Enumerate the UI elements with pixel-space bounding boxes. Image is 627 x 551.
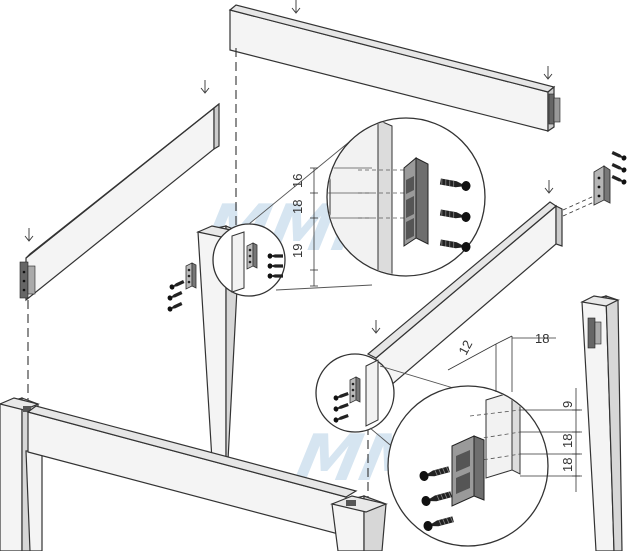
detail-leader-top bbox=[248, 137, 373, 291]
screw-icon bbox=[611, 150, 627, 186]
arrow-down-icon bbox=[544, 179, 554, 194]
connector-bracket-icon bbox=[451, 435, 485, 507]
arrow-down-icon bbox=[371, 319, 381, 334]
alignment-line bbox=[562, 201, 595, 217]
connector-bracket-icon bbox=[593, 165, 611, 206]
dimension-bottom bbox=[447, 335, 582, 492]
arrow-down-icon bbox=[24, 227, 34, 242]
frame-bottom-left bbox=[0, 397, 388, 551]
arrow-down-icon bbox=[200, 79, 210, 94]
connector-bracket-icon bbox=[403, 156, 429, 247]
connector-bracket-icon bbox=[19, 261, 36, 299]
arrow-down-icon bbox=[291, 0, 301, 14]
dimension-label: 18 bbox=[290, 200, 305, 214]
detail-circle-small-top bbox=[212, 223, 286, 297]
arrow-down-icon bbox=[543, 65, 553, 80]
beam-left bbox=[19, 102, 220, 302]
dimension-label: 18 bbox=[560, 458, 575, 472]
dimension-top bbox=[310, 167, 318, 287]
detail-circle-large-bottom bbox=[387, 385, 549, 547]
screw-icon bbox=[166, 279, 185, 313]
dimension-label: 9 bbox=[560, 401, 575, 408]
detail-circle-small-bottom bbox=[315, 353, 395, 433]
dimension-label: 16 bbox=[290, 174, 305, 188]
alignment-line bbox=[562, 195, 595, 211]
dimension-label: 12 bbox=[455, 338, 475, 358]
beam-right bbox=[366, 201, 563, 400]
leg-right bbox=[580, 295, 623, 551]
connector-bracket-icon bbox=[185, 262, 197, 290]
dimension-label: 19 bbox=[290, 244, 305, 258]
dimension-label: 18 bbox=[560, 434, 575, 448]
connector-bracket-icon bbox=[587, 317, 602, 349]
beam-top bbox=[228, 4, 561, 133]
dimension-label: 18 bbox=[535, 331, 549, 346]
connector-bracket-icon bbox=[548, 93, 561, 125]
